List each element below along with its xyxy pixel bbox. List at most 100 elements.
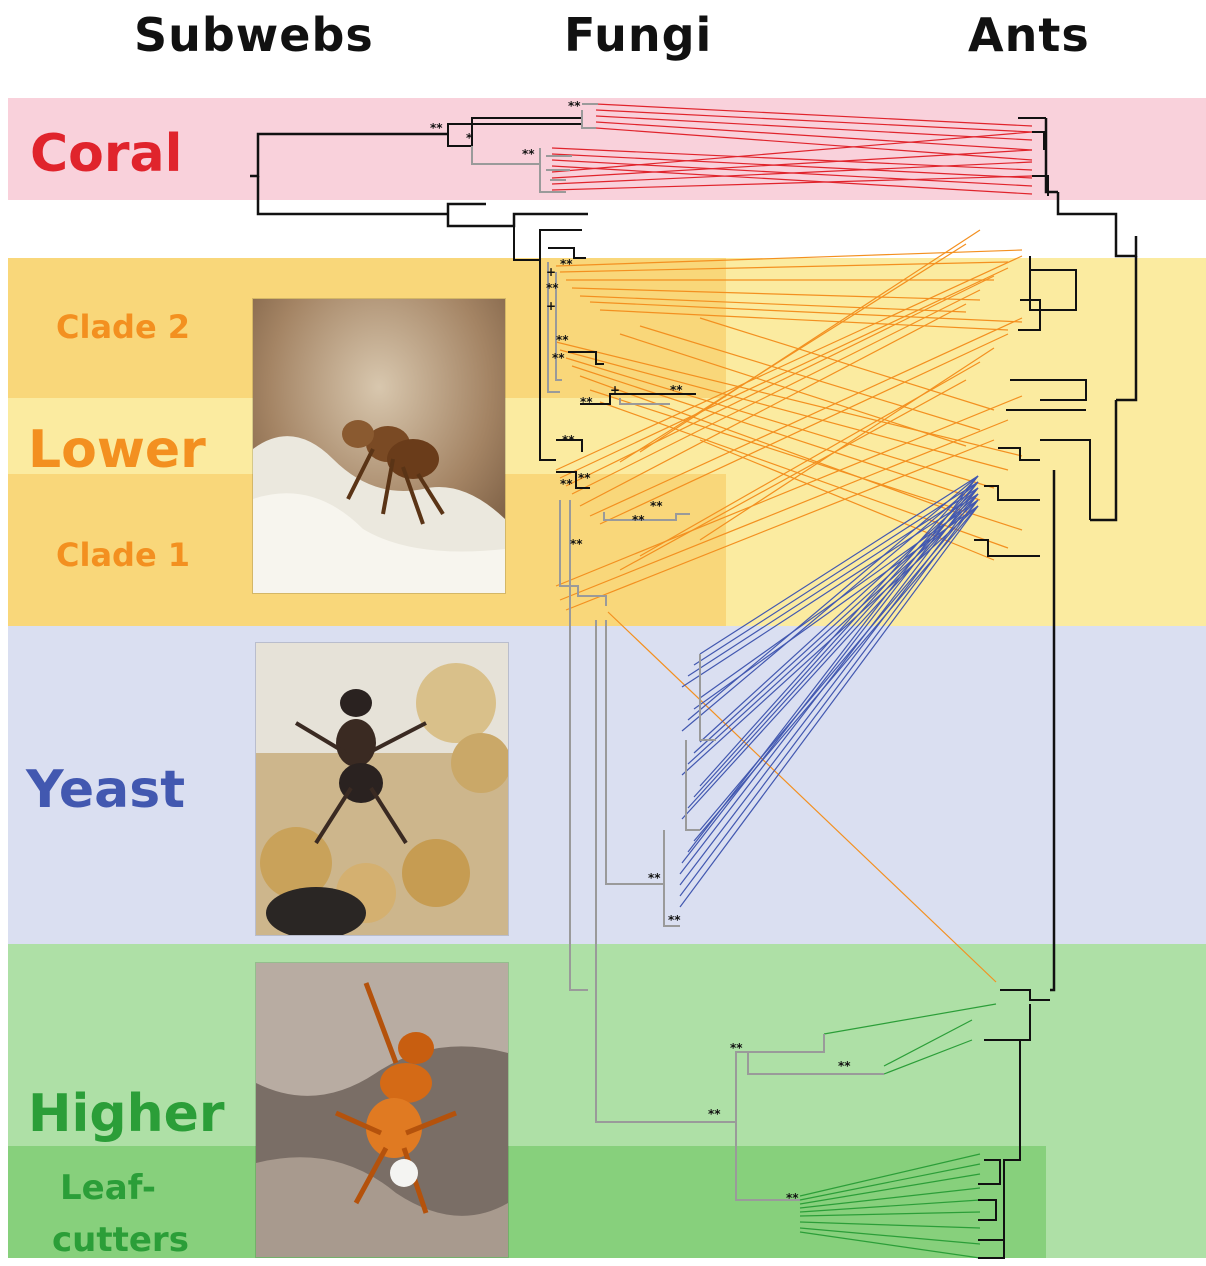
support-marker-strong: ** xyxy=(650,499,663,513)
fungi-branch-main xyxy=(258,176,448,214)
fungi-branch-lower-b xyxy=(514,226,582,260)
lower-association-16 xyxy=(600,402,1008,548)
yeast-association-19 xyxy=(682,482,978,863)
ant-branch-lower-d xyxy=(1010,380,1086,400)
fungi-branch-yeast xyxy=(606,620,664,884)
higher-association-4 xyxy=(800,1164,980,1200)
higher-association-9 xyxy=(800,1222,980,1228)
support-marker-strong: ** xyxy=(568,99,581,113)
ant-branch-leafcutter-b xyxy=(978,1200,996,1220)
support-marker-strong: ** xyxy=(546,281,559,295)
support-marker-strong: ** xyxy=(430,121,443,135)
support-marker-weak: + xyxy=(610,383,620,397)
fungi-branch-leafcutter xyxy=(736,1122,800,1200)
higher-association-6 xyxy=(800,1188,980,1208)
higher-association-0 xyxy=(824,1004,996,1034)
ant-branch-leafcutter-c xyxy=(978,1240,1004,1258)
support-marker-strong: ** xyxy=(730,1041,743,1055)
coral-association-4 xyxy=(596,128,1032,160)
coral-association-0 xyxy=(596,104,1032,126)
support-marker-strong: ** xyxy=(708,1107,721,1121)
ant-branch-yeast-higher xyxy=(1050,470,1054,990)
ant-phylogeny xyxy=(974,118,1136,1258)
ant-branch-lower-a xyxy=(1040,440,1090,520)
yeast-association-15 xyxy=(682,494,978,819)
ant-branch-higher-a xyxy=(1000,990,1050,1000)
coral-association-1 xyxy=(596,110,1032,132)
ant-tip-coral-2 xyxy=(1032,132,1044,150)
fungi-branch-root xyxy=(250,134,448,176)
support-marker-weak: + xyxy=(546,299,556,313)
ant-branch-lower-b xyxy=(1030,256,1076,310)
yeast-association-8 xyxy=(700,488,978,742)
support-marker-strong: ** xyxy=(648,871,661,885)
association-lines xyxy=(552,104,1032,1258)
ant-branch-root xyxy=(1058,192,1136,256)
lower-association-14 xyxy=(580,376,966,516)
higher-association-5 xyxy=(800,1174,980,1204)
yeast-association-12 xyxy=(700,476,978,786)
coral-association-11 xyxy=(552,162,1032,184)
support-marker-strong: ** xyxy=(670,383,683,397)
lower-association-6 xyxy=(600,310,1008,330)
fungi-tip-clade2-f xyxy=(620,398,670,404)
ant-branch-higher-c xyxy=(1004,1040,1020,1240)
lower-association-11 xyxy=(560,350,1008,470)
fungi-branch-higher-b xyxy=(748,1052,884,1074)
lower-association-27 xyxy=(700,348,994,540)
support-marker-strong: ** xyxy=(562,433,575,447)
lower-association-25 xyxy=(590,318,1022,516)
fungi-branch-clade1-c xyxy=(560,500,606,606)
lower-association-29 xyxy=(620,380,966,570)
lower-association-12 xyxy=(566,358,994,488)
ant-branch-main xyxy=(1116,256,1136,400)
support-marker-strong: ** xyxy=(552,351,565,365)
lower-association-23 xyxy=(572,290,980,494)
support-marker-moderate: * xyxy=(466,131,473,145)
fungi-branch-higher xyxy=(596,620,736,1122)
support-marker-strong: ** xyxy=(632,513,645,527)
fungi-branch-yeast-c xyxy=(686,740,700,830)
fungi-tip-coral-1 xyxy=(582,110,596,128)
lower-association-28 xyxy=(640,362,980,556)
lower-association-10 xyxy=(556,342,1022,456)
lower-association-22 xyxy=(566,276,994,486)
fungi-branch-yeast-b xyxy=(664,830,680,926)
coral-association-12 xyxy=(552,176,1032,190)
ant-branch-lower xyxy=(1090,400,1116,520)
fungi-branch-upper xyxy=(448,204,486,214)
support-marker-strong: ** xyxy=(522,147,535,161)
support-marker-weak: + xyxy=(546,265,556,279)
yeast-association-22 xyxy=(680,500,978,896)
higher-association-1 xyxy=(884,1020,972,1066)
yeast-association-9 xyxy=(694,494,978,753)
support-marker-strong: ** xyxy=(570,537,583,551)
support-marker-strong: ** xyxy=(786,1191,799,1205)
support-marker-strong: ** xyxy=(556,333,569,347)
support-markers: *********+**+****+**********************… xyxy=(430,99,851,1205)
support-marker-strong: ** xyxy=(668,913,681,927)
higher-association-7 xyxy=(800,1200,980,1212)
fungi-branch-higher-a xyxy=(736,1034,824,1122)
support-marker-strong: ** xyxy=(838,1059,851,1073)
yeast-association-10 xyxy=(688,500,978,764)
support-marker-strong: ** xyxy=(560,257,573,271)
yeast-association-23 xyxy=(680,506,978,907)
lower-association-7 xyxy=(700,318,994,410)
support-marker-strong: ** xyxy=(560,477,573,491)
higher-association-2 xyxy=(884,1040,972,1074)
support-marker-strong: ** xyxy=(580,395,593,409)
higher-association-8 xyxy=(800,1212,980,1216)
ant-branch-higher-b xyxy=(984,1004,1030,1040)
ant-branch-leafcutter-a xyxy=(978,1160,1000,1184)
coral-association-5 xyxy=(552,148,1032,170)
coral-association-8 xyxy=(552,166,1032,194)
yeast-association-7 xyxy=(682,482,978,731)
yeast-association-1 xyxy=(694,482,978,665)
higher-association-3 xyxy=(800,1154,980,1196)
yeast-association-18 xyxy=(688,476,978,852)
support-marker-strong: ** xyxy=(578,471,591,485)
fungi-branch-lower xyxy=(448,214,588,226)
